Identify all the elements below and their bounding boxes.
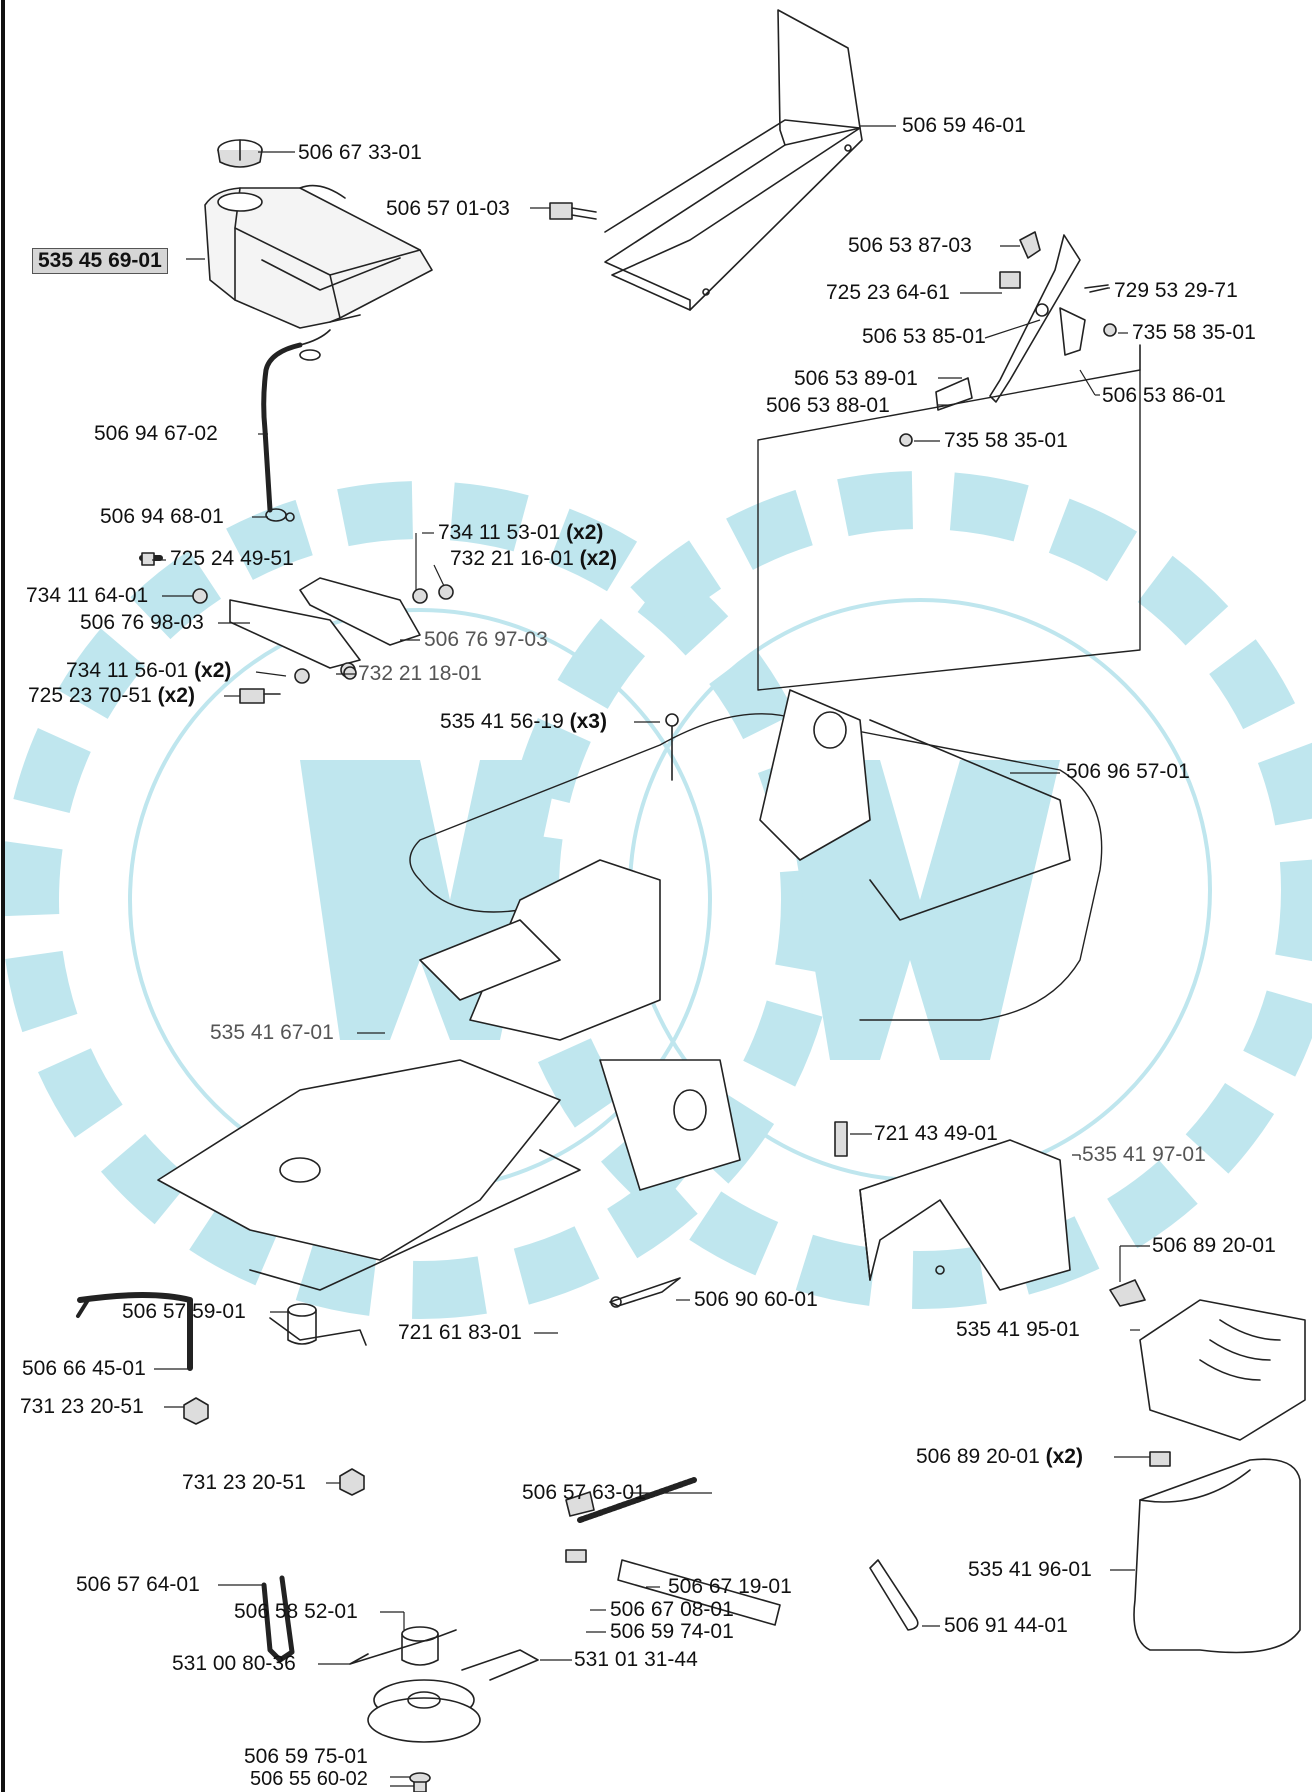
label-pin: 721 43 49-01 (874, 1122, 998, 1145)
label-lever-bracket: 506 53 86-01 (1102, 384, 1226, 407)
label-lever-bolt: 725 23 64-61 (826, 281, 950, 304)
label-lever-washer-2: 735 58 35-01 (944, 429, 1068, 452)
fuel-line (261, 329, 331, 522)
label-washer: 734 11 64-01 (26, 584, 149, 607)
label-lever-pin-a: 506 53 89-01 (794, 367, 918, 390)
pulley (349, 1626, 539, 1743)
fuel-tank (204, 184, 433, 329)
label-fuel-filter: 506 94 68-01 (100, 505, 224, 528)
grille (1139, 1299, 1306, 1441)
rod-j (76, 1292, 193, 1371)
label-bracket-right: 506 76 97-03 (424, 628, 548, 651)
tube-pin (869, 1559, 919, 1631)
clip (1109, 1279, 1146, 1307)
label-link-bolt: 506 59 74-01 (610, 1620, 734, 1643)
label-spring: 506 67 19-01 (668, 1575, 792, 1598)
label-bolt-bottom: 506 55 60-02 (250, 1768, 368, 1790)
label-nut-x2: 732 21 16-01 (x2) (450, 547, 617, 570)
label-grille: 535 41 95-01 (956, 1318, 1080, 1341)
label-washer-small-x2: 734 11 56-01 (x2) (66, 659, 232, 682)
label-lever-washer: 735 58 35-01 (1132, 321, 1256, 344)
label-front-cover: 535 41 97-01 (1082, 1143, 1206, 1166)
label-main-frame: 535 41 67-01 (210, 1021, 334, 1044)
label-lever-pin-b: 506 53 88-01 (766, 394, 890, 417)
label-fuel-line: 506 94 67-02 (94, 422, 218, 445)
label-seat-pan: 506 59 46-01 (902, 114, 1026, 137)
label-cable-eye: 721 61 83-01 (398, 1321, 522, 1344)
label-bolt-x2: 725 23 70-51 (x2) (28, 684, 195, 707)
link-plate (565, 1491, 595, 1563)
rod-u (261, 1575, 295, 1663)
hood-nose (1133, 1451, 1301, 1654)
bushing (269, 1303, 367, 1346)
leader-lines (152, 125, 1150, 1787)
label-nut-b: 731 23 20-51 (182, 1471, 306, 1494)
label-nut-a: 731 23 20-51 (20, 1395, 144, 1418)
label-washer-bottom: 506 59 75-01 (244, 1745, 368, 1768)
pin (834, 1121, 848, 1157)
lever-assembly (899, 231, 1117, 447)
seat-bracket-outline (757, 344, 1141, 691)
label-bracket-left: 506 76 98-03 (80, 611, 204, 634)
label-seat-screw: 506 57 01-03 (386, 197, 510, 220)
label-fuel-cap: 506 67 33-01 (298, 141, 422, 164)
label-belt-b: 531 01 31-44 (574, 1648, 698, 1671)
bracket-plate (617, 1559, 781, 1626)
label-washer-x2: 734 11 53-01 (x2) (438, 521, 604, 544)
label-lever-knob: 506 53 87-03 (848, 234, 972, 257)
label-lever-screw: 729 53 29-71 (1114, 279, 1238, 302)
label-bolt: 725 24 49-51 (170, 547, 294, 570)
screw-bolt (549, 202, 597, 220)
main-frame (157, 689, 1103, 1291)
screw-small (665, 713, 679, 781)
label-screw-x3: 535 41 56-19 (x3) (440, 710, 607, 733)
fuel-cap (217, 139, 263, 168)
spring (577, 1477, 697, 1523)
label-fuel-tank: 535 45 69-01 (32, 248, 168, 274)
seat-pan (604, 9, 863, 311)
label-link-plate: 506 67 08-01 (610, 1598, 734, 1621)
label-rod-u: 506 57 64-01 (76, 1573, 200, 1596)
label-spring-clip: 506 90 60-01 (694, 1288, 818, 1311)
label-nut-small: 732 21 18-01 (358, 662, 482, 685)
label-clip-x2: 506 89 20-01 (x2) (916, 1445, 1083, 1468)
front-cover (859, 1139, 1071, 1291)
label-bumper: 506 96 57-01 (1066, 760, 1190, 783)
label-clip: 506 89 20-01 (1152, 1234, 1276, 1257)
drawing-parts (76, 9, 1306, 1792)
nuts (183, 1397, 365, 1496)
label-tube-pin: 506 91 44-01 (944, 1614, 1068, 1637)
spring-clip (609, 1277, 681, 1308)
label-bushing: 506 57 59-01 (122, 1300, 246, 1323)
label-lever: 506 53 85-01 (862, 325, 986, 348)
washer-bolt (409, 1772, 431, 1792)
label-hood-nose: 535 41 96-01 (968, 1558, 1092, 1581)
label-pulley-hub: 506 58 52-01 (234, 1600, 358, 1623)
label-belt-a: 531 00 80-36 (172, 1652, 296, 1675)
label-bracket-plate: 506 57 63-01 (522, 1481, 646, 1504)
label-rod-j: 506 66 45-01 (22, 1357, 146, 1380)
